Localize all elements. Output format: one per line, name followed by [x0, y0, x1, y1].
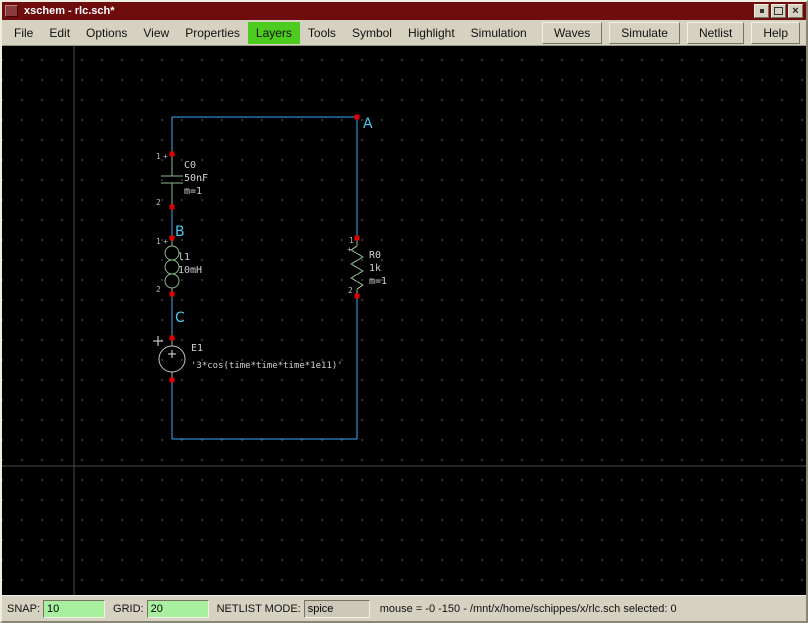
menu-item-symbol[interactable]: Symbol: [351, 25, 392, 40]
menu-item-highlight[interactable]: Highlight: [407, 25, 455, 40]
pin-square[interactable]: [169, 151, 175, 157]
component-label[interactable]: '3*cos(time*time*time*1e11)': [191, 361, 343, 371]
window-title: xschem - rlc.sch*: [24, 5, 115, 17]
inductor-coil[interactable]: [164, 273, 180, 289]
waves-button[interactable]: Waves: [542, 21, 603, 44]
menu-item-file[interactable]: File: [14, 25, 34, 40]
maximize-button[interactable]: [771, 4, 786, 18]
grid-input[interactable]: [146, 599, 209, 618]
snap-input[interactable]: [43, 599, 106, 618]
node-label[interactable]: C: [175, 310, 185, 326]
pin-number-label[interactable]: 2: [156, 285, 161, 294]
snap-label: SNAP:: [7, 602, 41, 615]
menubar-buttons: Waves Simulate Netlist Help: [542, 21, 802, 44]
minimize-button[interactable]: [754, 4, 769, 18]
component-label[interactable]: m=1: [184, 186, 202, 197]
statusbar: SNAP: GRID: NETLIST MODE: mouse = -0 -15…: [2, 595, 806, 621]
pin-number-label[interactable]: 2: [156, 198, 161, 207]
component-label[interactable]: 1k: [369, 263, 381, 274]
component-label[interactable]: l1: [178, 252, 190, 263]
pin-square[interactable]: [354, 293, 360, 299]
component-label[interactable]: 10mH: [178, 265, 202, 276]
inductor-coil[interactable]: [164, 245, 180, 261]
maximize-icon: [774, 7, 783, 15]
pin-square[interactable]: [169, 335, 175, 341]
netlist-mode-input[interactable]: [303, 599, 370, 618]
grid-label: GRID:: [113, 602, 144, 615]
help-button[interactable]: Help: [751, 21, 800, 44]
window-menu-button[interactable]: [5, 5, 18, 17]
pin-square[interactable]: [169, 235, 175, 241]
pin-number-label[interactable]: 2: [348, 286, 353, 295]
pin-square[interactable]: [169, 377, 175, 383]
status-info: mouse = -0 -150 - /mnt/x/home/schippes/x…: [379, 602, 677, 615]
pin-number-label[interactable]: +: [163, 152, 168, 161]
simulate-button[interactable]: Simulate: [609, 21, 680, 44]
titlebar[interactable]: xschem - rlc.sch* ×: [2, 2, 806, 20]
inductor-coil[interactable]: [164, 259, 180, 275]
netlist-mode-label: NETLIST MODE:: [216, 602, 301, 615]
pin-square[interactable]: [354, 235, 360, 241]
component-label[interactable]: R0: [369, 250, 381, 261]
pin-square[interactable]: [169, 291, 175, 297]
close-icon: ×: [792, 4, 799, 17]
component-label[interactable]: C0: [184, 160, 196, 171]
pin-number-label[interactable]: 1: [349, 236, 354, 245]
component-label[interactable]: m=1: [369, 276, 387, 287]
menu-item-view[interactable]: View: [143, 25, 170, 40]
menu-item-tools[interactable]: Tools: [307, 25, 336, 40]
resistor-zigzag[interactable]: [350, 245, 364, 290]
menu-item-options[interactable]: Options: [86, 25, 128, 40]
netlist-button[interactable]: Netlist: [686, 21, 745, 44]
menu-item-properties[interactable]: Properties: [185, 25, 240, 40]
node-label[interactable]: A: [363, 116, 373, 132]
node-label[interactable]: B: [175, 224, 185, 240]
pin-square[interactable]: [169, 204, 175, 210]
menubar-items: File Edit Options View Properties Layers Tools…: [6, 21, 535, 44]
component-label[interactable]: E1: [191, 343, 203, 354]
schematic-svg[interactable]: A B C C0 50nF m=1 l1 10mH E1 '3*cos(time*time*tim…: [2, 46, 806, 595]
pin-number-label[interactable]: +: [347, 245, 352, 254]
pin-number-label[interactable]: +: [163, 237, 168, 246]
menu-item-simulation[interactable]: Simulation: [470, 25, 527, 40]
voltage-source-circle[interactable]: [158, 345, 186, 373]
close-button[interactable]: ×: [788, 4, 803, 18]
menu-item-layers[interactable]: Layers: [247, 21, 300, 44]
menu-item-edit[interactable]: Edit: [49, 25, 71, 40]
pin-square[interactable]: [354, 114, 360, 120]
menubar: File Edit Options View Properties Layers Tools…: [2, 20, 806, 46]
pin-number-label[interactable]: 1: [156, 152, 161, 161]
pin-number-label[interactable]: 1: [156, 237, 161, 246]
component-label[interactable]: 50nF: [184, 173, 208, 184]
schematic-canvas[interactable]: A B C C0 50nF m=1 l1 10mH E1 '3*cos(time*time*tim…: [2, 46, 806, 595]
minimize-icon: [759, 9, 764, 13]
